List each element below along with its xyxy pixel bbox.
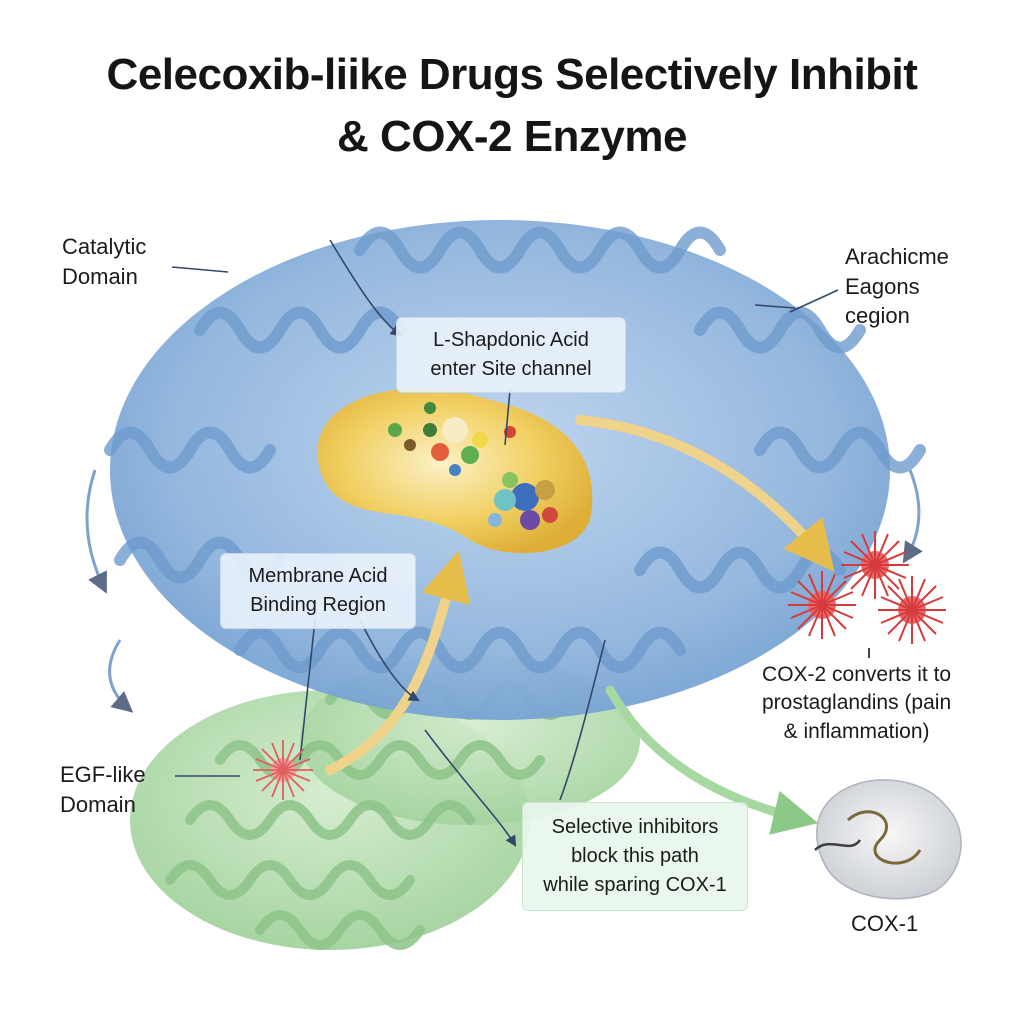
- substrate-arrows: [325, 415, 835, 775]
- selective-inhibitor-callout-box: Selective inhibitors block this path whi…: [522, 802, 748, 911]
- membrane-binding-callout-box: Membrane Acid Binding Region: [220, 553, 416, 629]
- cox1-path-arrow: [605, 685, 819, 835]
- label-catalytic-domain: Catalytic Domain: [62, 234, 147, 289]
- leader-lines: [171, 239, 839, 847]
- label-arachidonic-region: Arachicme Eagons cegion: [845, 244, 949, 329]
- ligand-cluster-2: [488, 472, 558, 530]
- page-title-line-2: & COX-2 Enzyme: [337, 112, 687, 161]
- label-cox1: COX-1: [851, 911, 919, 936]
- egf-burst: [253, 740, 313, 800]
- label-cox2-converts: COX-2 converts it to prostaglandins (pai…: [762, 663, 952, 743]
- cox1-structure: [814, 779, 962, 900]
- prostaglandin-bursts: [788, 531, 946, 658]
- label-egf-domain: EGF-like Domain: [60, 762, 146, 817]
- page-title-line-1: Celecoxib-liike Drugs Selectively Inhibi…: [106, 50, 918, 99]
- channel-callout-box: L-Shapdonic Acid enter Site channel: [396, 317, 626, 393]
